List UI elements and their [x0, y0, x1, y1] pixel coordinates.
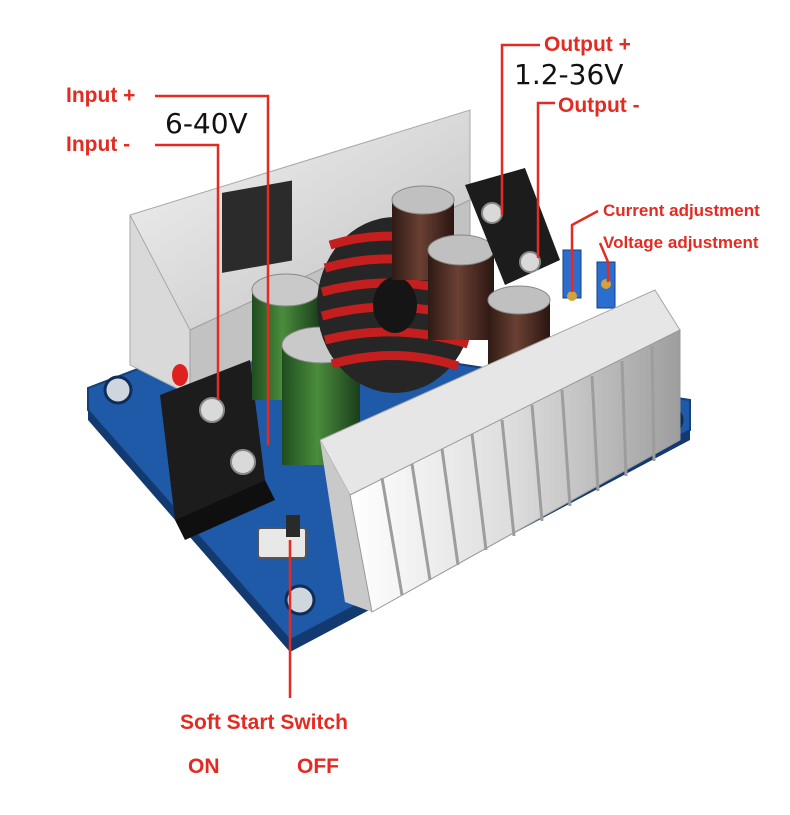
output-terminal-block — [465, 168, 560, 285]
soft-start-switch[interactable] — [257, 515, 307, 559]
current-adjust-leader — [570, 209, 599, 292]
voltage-adjust-screw[interactable] — [601, 279, 611, 289]
input-minus-label: Input - — [66, 133, 131, 156]
input-voltage-range: 6-40V — [165, 107, 248, 140]
current-adjust-screw[interactable] — [567, 291, 577, 301]
output-plus-label: Output + — [544, 33, 631, 56]
front-heatsink — [319, 289, 681, 613]
mounting-hole-bottom — [284, 584, 316, 616]
input-minus-leader — [155, 143, 220, 400]
switch-on-label: ON — [188, 755, 220, 778]
output-capacitor-2 — [427, 234, 495, 340]
input-plus-leader — [155, 94, 270, 445]
pcb-edge — [88, 410, 690, 652]
output-plus-leader — [500, 43, 540, 215]
input-terminal-block — [160, 360, 275, 540]
power-mosfet — [222, 180, 292, 273]
red-led — [172, 364, 188, 386]
mounting-hole-left — [103, 375, 133, 405]
current-adjustment-label: Current adjustment — [603, 201, 760, 220]
output-voltage-range: 1.2-36V — [514, 58, 624, 91]
output-minus-leader — [536, 101, 555, 258]
callout-lines — [155, 43, 610, 698]
voltage-adjustment-label: Voltage adjustment — [603, 233, 759, 252]
output-minus-label: Output - — [558, 94, 640, 117]
switch-off-label: OFF — [297, 755, 339, 778]
input-plus-label: Input + — [66, 84, 136, 107]
soft-start-switch-label: Soft Start Switch — [180, 711, 349, 734]
voltage-adjust-leader — [598, 242, 610, 282]
